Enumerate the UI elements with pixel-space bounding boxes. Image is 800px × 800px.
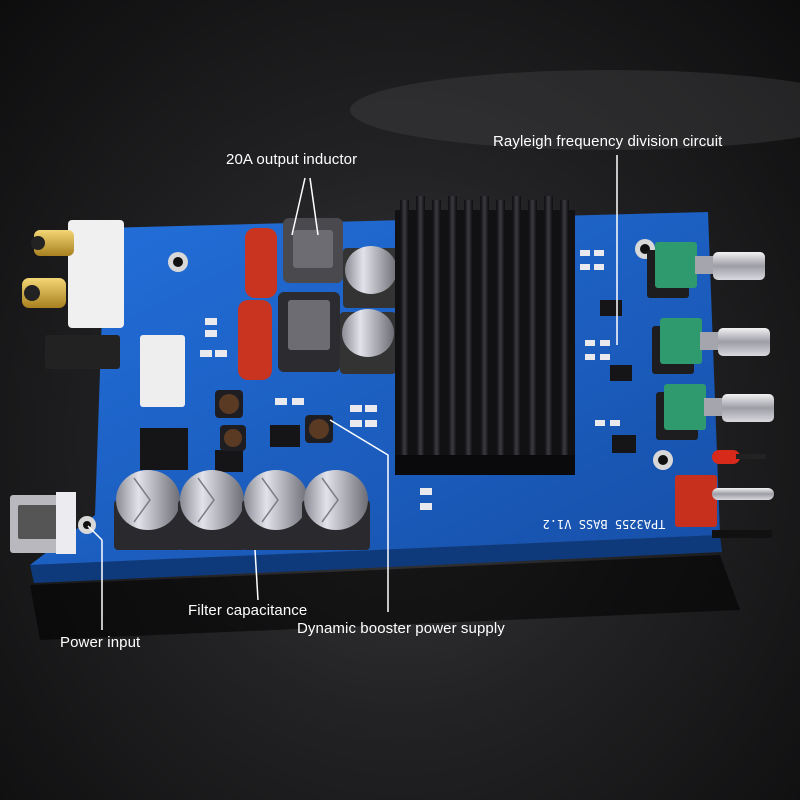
film-capacitors bbox=[238, 228, 277, 380]
output-inductors bbox=[278, 218, 343, 372]
ic-chips bbox=[140, 300, 636, 472]
power-callout-label: Power input bbox=[60, 634, 141, 651]
inductor-capacitors bbox=[340, 246, 399, 374]
output-connector bbox=[140, 335, 185, 407]
potentiometer bbox=[656, 384, 774, 440]
table-glare bbox=[350, 70, 800, 150]
board-shadow bbox=[30, 555, 740, 640]
toggle-switch bbox=[675, 475, 774, 538]
rayleigh-callout-label: Rayleigh frequency division circuit bbox=[493, 133, 723, 150]
potentiometer bbox=[647, 242, 765, 298]
pcb-model-label: TPA3255 BASS V1.2 bbox=[543, 517, 666, 531]
power-jack bbox=[10, 492, 76, 554]
callout-leader-lines bbox=[87, 155, 618, 630]
booster-callout-label: Dynamic booster power supply bbox=[297, 620, 505, 637]
filter-capacitor bbox=[302, 470, 370, 550]
power-inductors bbox=[215, 390, 333, 451]
inductor-callout-label: 20A output inductor bbox=[226, 151, 358, 168]
potentiometers bbox=[647, 242, 774, 440]
rca-jacks bbox=[22, 220, 124, 369]
filter-capacitor bbox=[242, 470, 310, 550]
filter-capacitor bbox=[178, 470, 246, 550]
pcb-edge bbox=[30, 535, 722, 583]
led bbox=[712, 450, 766, 464]
smd-components bbox=[200, 250, 620, 510]
heatsink bbox=[395, 196, 575, 475]
potentiometer bbox=[652, 318, 770, 374]
filter-capacitors bbox=[114, 470, 370, 550]
filter-callout-label: Filter capacitance bbox=[188, 602, 308, 619]
filter-capacitor bbox=[114, 470, 182, 550]
